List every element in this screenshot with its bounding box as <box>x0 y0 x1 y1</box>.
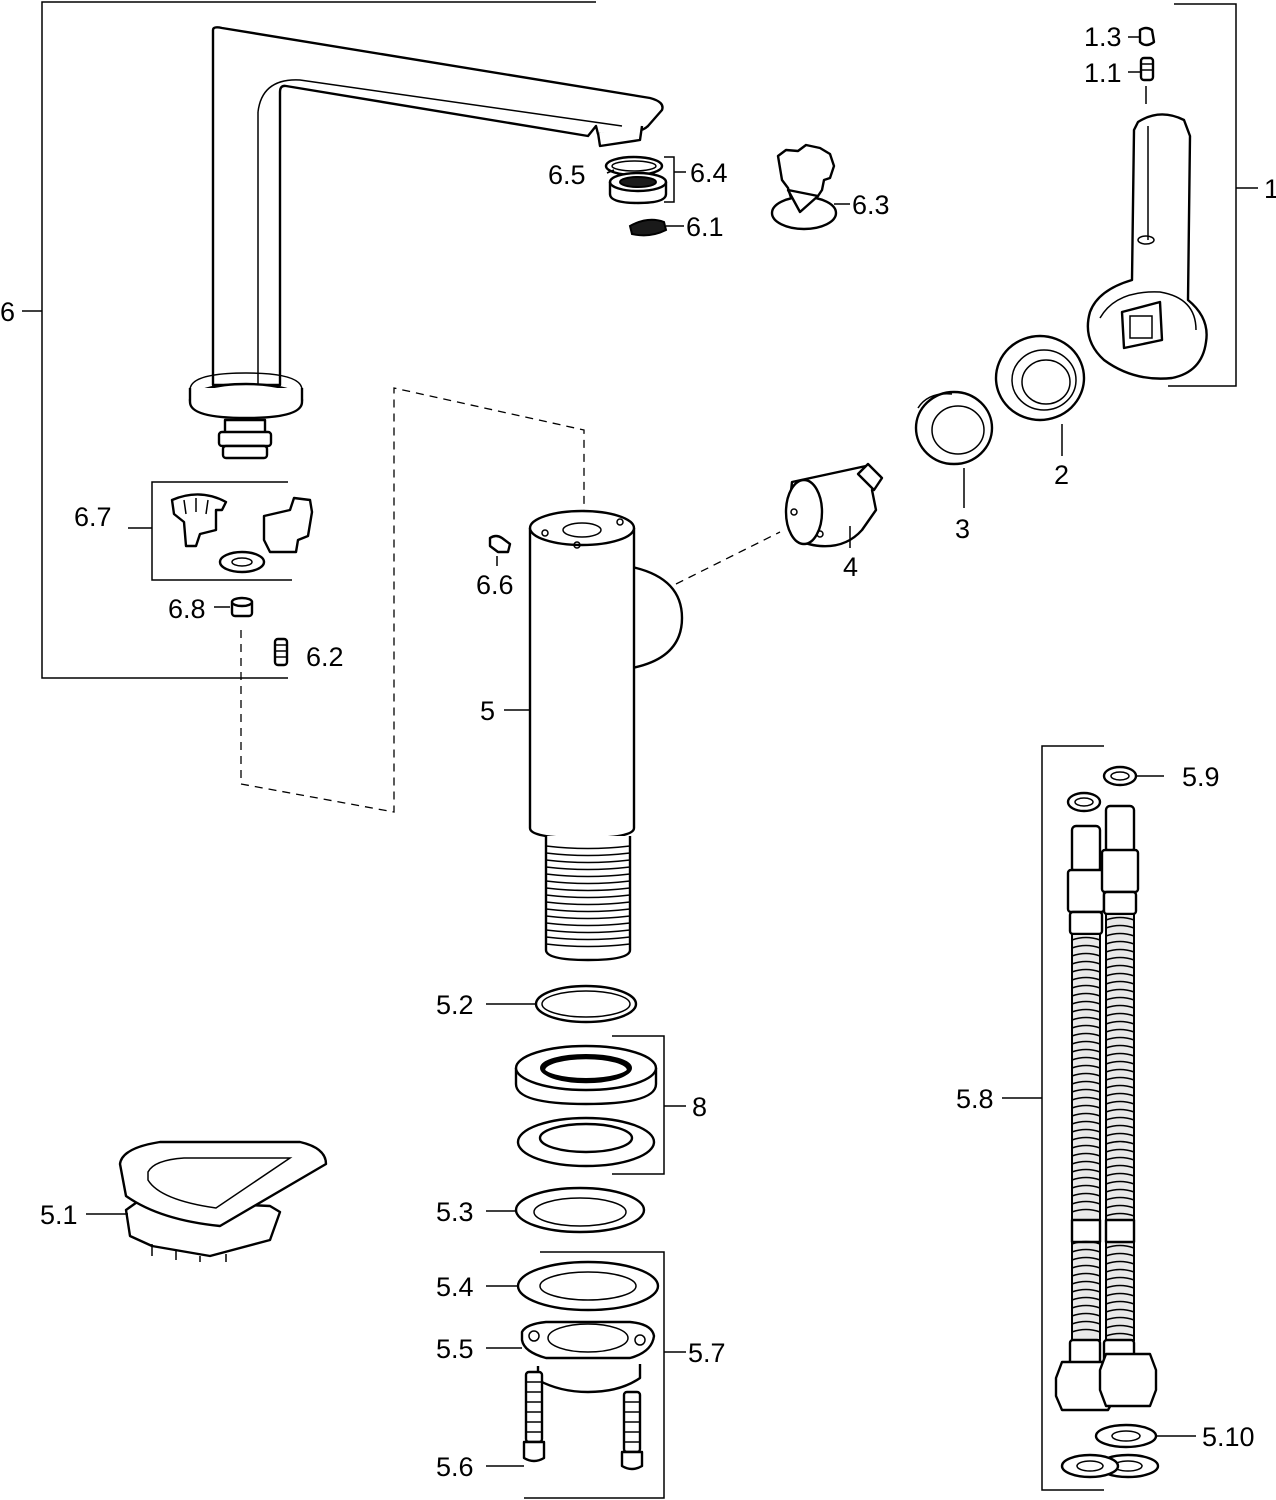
callout-6-3: 6.3 <box>852 190 890 220</box>
small-parts-6 <box>214 534 512 667</box>
callout-6-7: 6.7 <box>74 502 112 532</box>
bracket-5-8 <box>1002 745 1104 1491</box>
mixer-body-part <box>504 509 684 962</box>
callout-4: 4 <box>843 552 858 582</box>
lever-handle-part <box>1086 3 1258 387</box>
washer-5-3-part <box>486 1186 646 1234</box>
bracket-5-7 <box>524 1251 686 1499</box>
callout-6-2: 6.2 <box>306 642 344 672</box>
callout-5-1: 5.1 <box>40 1200 78 1230</box>
callout-6: 6 <box>0 297 15 327</box>
callout-1-1: 1.1 <box>1084 58 1122 88</box>
callout-6-4: 6.4 <box>690 158 728 188</box>
washer-5-4-part <box>486 1260 660 1312</box>
callout-2: 2 <box>1054 460 1069 490</box>
callout-5-7: 5.7 <box>688 1338 726 1368</box>
fixing-bracket-6-7 <box>128 481 314 581</box>
callout-5-5: 5.5 <box>436 1334 474 1364</box>
callout-3: 3 <box>955 514 970 544</box>
aerator-parts <box>604 155 686 237</box>
callout-5-10: 5.10 <box>1202 1422 1255 1452</box>
bracket-6 <box>22 1 596 679</box>
callout-6-1: 6.1 <box>686 212 724 242</box>
seal-5-2-part <box>486 984 638 1024</box>
cartridge-part <box>784 462 884 548</box>
callout-5: 5 <box>480 696 495 726</box>
washers-8-part <box>514 1035 686 1175</box>
callout-5-8: 5.8 <box>956 1084 994 1114</box>
cover-2-part <box>994 334 1086 456</box>
callout-5-2: 5.2 <box>436 990 474 1020</box>
ring-3-part <box>914 390 994 508</box>
callout-1: 1 <box>1264 174 1276 204</box>
callout-5-6: 5.6 <box>436 1452 474 1482</box>
alignment-lines <box>240 387 781 813</box>
callout-6-6: 6.6 <box>476 570 514 600</box>
mounting-template-5-1-part <box>86 1140 328 1262</box>
callout-5-9: 5.9 <box>1182 762 1220 792</box>
callout-1-3: 1.3 <box>1084 22 1122 52</box>
body-thread <box>545 845 631 948</box>
nut-plate-5-5-part <box>486 1320 656 1394</box>
hoses-5-8-part <box>1054 765 1196 1479</box>
spout-part <box>188 26 664 460</box>
aerator-key-part <box>770 143 850 231</box>
callout-6-8: 6.8 <box>168 594 206 624</box>
callout-5-3: 5.3 <box>436 1197 474 1227</box>
callout-6-5: 6.5 <box>548 160 586 190</box>
callout-5-4: 5.4 <box>436 1272 474 1302</box>
callout-8: 8 <box>692 1092 707 1122</box>
screws-5-6-part <box>486 1370 644 1471</box>
callout-labels: 1 1.1 1.3 2 3 4 5 5.1 5.2 5.3 5.4 5.5 5.… <box>0 22 1276 1482</box>
hose-braiding <box>1071 916 1135 1337</box>
